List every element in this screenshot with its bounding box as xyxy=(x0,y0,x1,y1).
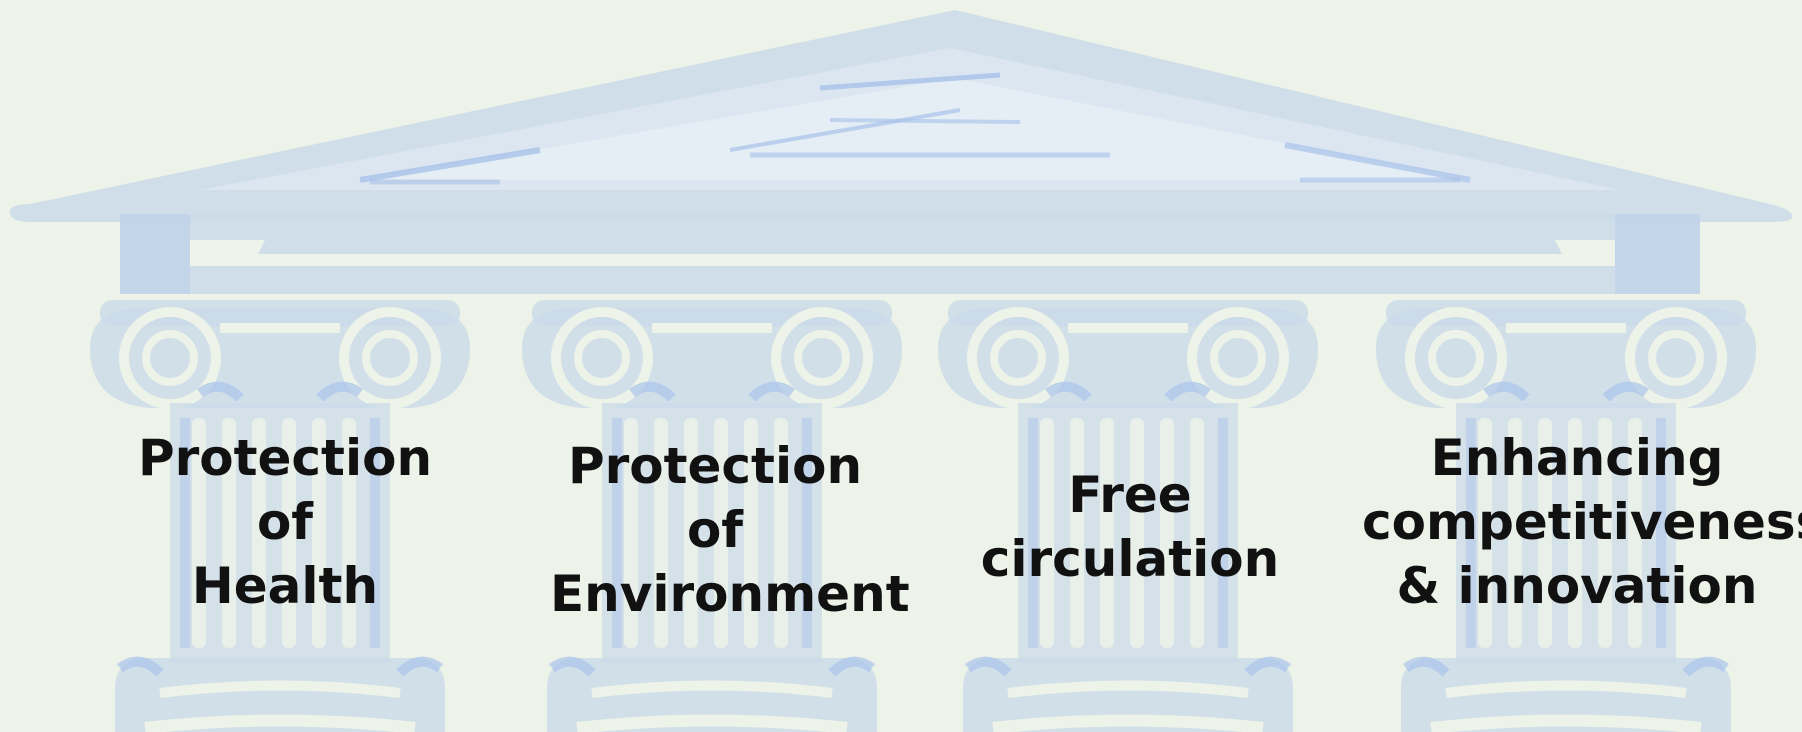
pillar-label-line: Environment xyxy=(550,565,910,623)
pillar-label-environment: Protection of Environment xyxy=(550,434,910,626)
pillar-label-competitiveness: Enhancing competitiveness & innovation xyxy=(1362,426,1802,618)
pillar-label-line: competitiveness xyxy=(1362,493,1802,551)
pillar-label-line: & innovation xyxy=(1396,557,1758,615)
pillar-label-line: circulation xyxy=(980,530,1280,588)
pillar-label-line: Free xyxy=(1068,466,1192,524)
temple-roof xyxy=(9,10,1793,222)
pillar-label-line: of xyxy=(256,493,314,551)
pillar-label-health: Protection of Health xyxy=(120,426,450,618)
temple-entablature xyxy=(120,214,1700,294)
pillar-label-free-circulation: Free circulation xyxy=(980,463,1280,591)
pillar-label-line: Protection xyxy=(567,437,863,495)
pillar-label-line: Protection xyxy=(137,429,433,487)
pillar-label-line: Enhancing xyxy=(1430,429,1724,487)
pillar-label-line: of xyxy=(686,501,744,559)
pillar-label-line: Health xyxy=(191,557,379,615)
